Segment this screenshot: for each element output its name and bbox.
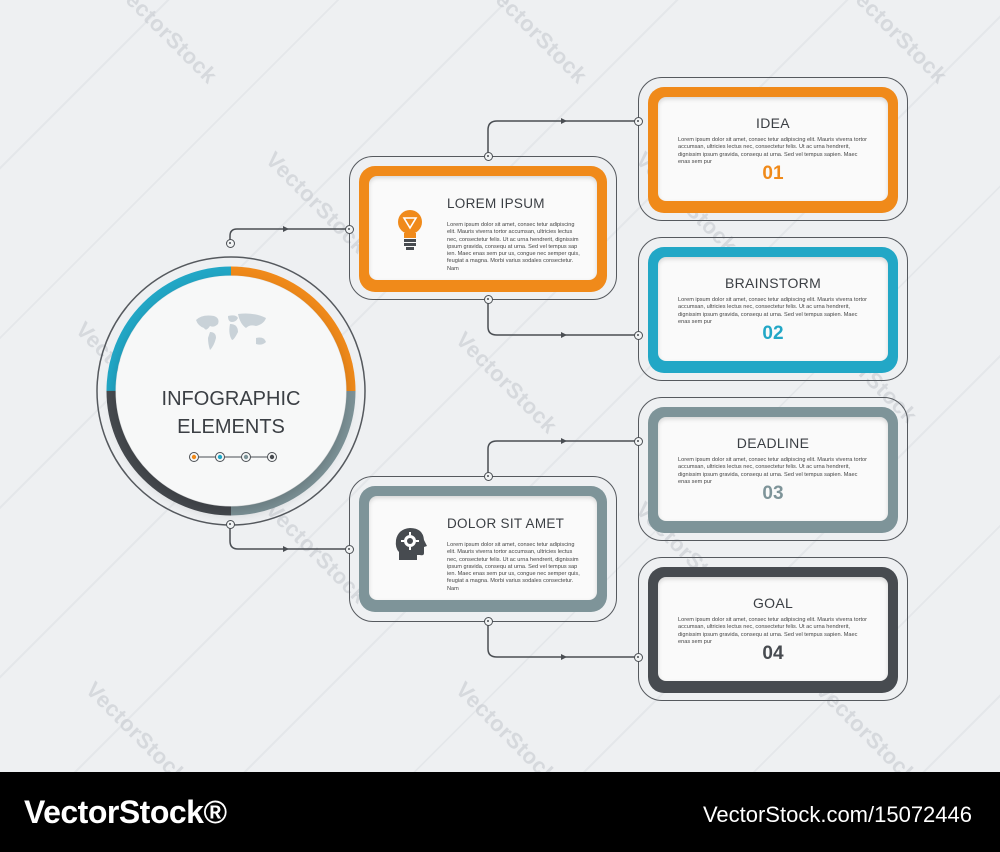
infographic-canvas: VectorStock VectorStock VectorStock Vect… (0, 0, 1000, 772)
ring (96, 256, 366, 526)
central-circle: INFOGRAPHIC ELEMENTS (96, 256, 366, 526)
card-title: DOLOR SIT AMET (447, 516, 565, 531)
card-idea: IDEA Lorem ipsum dolor sit amet, consec … (648, 87, 898, 213)
connector-dot (633, 652, 643, 662)
frame-brainstorm (638, 237, 908, 381)
footer-bar: VectorStock® VectorStock.com/15072446 (0, 772, 1000, 852)
card-panel: IDEA Lorem ipsum dolor sit amet, consec … (658, 97, 888, 201)
card-body: Lorem ipsum dolor sit amet, consec tetur… (678, 297, 868, 325)
dot-indicator (189, 452, 277, 462)
footer-url: VectorStock.com/15072446 (702, 802, 972, 827)
connector-dot (633, 330, 643, 340)
connector-dot (633, 116, 643, 126)
card-number: 01 (762, 163, 784, 184)
world-map-icon (196, 313, 266, 350)
card-lorem-ipsum: LOREM IPSUM Lorem ipsum dolor sit amet, … (359, 166, 607, 292)
card-panel: DOLOR SIT AMET Lorem ipsum dolor sit ame… (369, 496, 597, 600)
frame-deadline (638, 397, 908, 541)
connector-dot (344, 544, 354, 554)
card-brainstorm: BRAINSTORM Lorem ipsum dolor sit amet, c… (648, 247, 898, 373)
ring-segment-dark (106, 266, 356, 516)
card-number: 04 (762, 643, 784, 664)
card-panel: LOREM IPSUM Lorem ipsum dolor sit amet, … (369, 176, 597, 280)
card-body: Lorem ipsum dolor sit amet, consec tetur… (447, 222, 580, 272)
card-deadline: DEADLINE Lorem ipsum dolor sit amet, con… (648, 407, 898, 533)
connector-dot (483, 616, 493, 626)
connector-dot (483, 471, 493, 481)
card-dolor-sit-amet: DOLOR SIT AMET Lorem ipsum dolor sit ame… (359, 486, 607, 612)
head-gear-icon (395, 528, 427, 560)
connector-dot (344, 224, 354, 234)
lightbulb-icon (398, 210, 422, 250)
connector-dot (225, 519, 235, 529)
card-body: Lorem ipsum dolor sit amet, consec tetur… (678, 457, 868, 485)
card-panel: BRAINSTORM Lorem ipsum dolor sit amet, c… (658, 257, 888, 361)
card-panel: GOAL Lorem ipsum dolor sit amet, consec … (658, 577, 888, 681)
card-body: Lorem ipsum dolor sit amet, consec tetur… (447, 542, 580, 592)
card-panel: DEADLINE Lorem ipsum dolor sit amet, con… (658, 417, 888, 521)
card-title: BRAINSTORM (724, 275, 822, 291)
card-body: Lorem ipsum dolor sit amet, consec tetur… (678, 617, 868, 645)
connector-dot (225, 238, 235, 248)
card-title: LOREM IPSUM (447, 196, 545, 211)
center-title-line1: INFOGRAPHIC (161, 388, 301, 410)
card-title: DEADLINE (736, 435, 810, 451)
frame-idea (638, 77, 908, 221)
footer-brand: VectorStock® (24, 794, 227, 830)
frame-goal (638, 557, 908, 701)
center-title-line2: ELEMENTS (177, 416, 285, 438)
card-goal: GOAL Lorem ipsum dolor sit amet, consec … (648, 567, 898, 693)
card-number: 02 (762, 323, 784, 344)
connector-dot (633, 436, 643, 446)
circle-face: INFOGRAPHIC ELEMENTS (116, 276, 346, 506)
card-title: GOAL (752, 595, 794, 611)
card-number: 03 (762, 483, 784, 504)
connector-lines (229, 118, 638, 660)
card-body: Lorem ipsum dolor sit amet, consec tetur… (678, 137, 868, 165)
connector-dot (483, 294, 493, 304)
connector-dot (483, 151, 493, 161)
card-title: IDEA (756, 115, 790, 131)
